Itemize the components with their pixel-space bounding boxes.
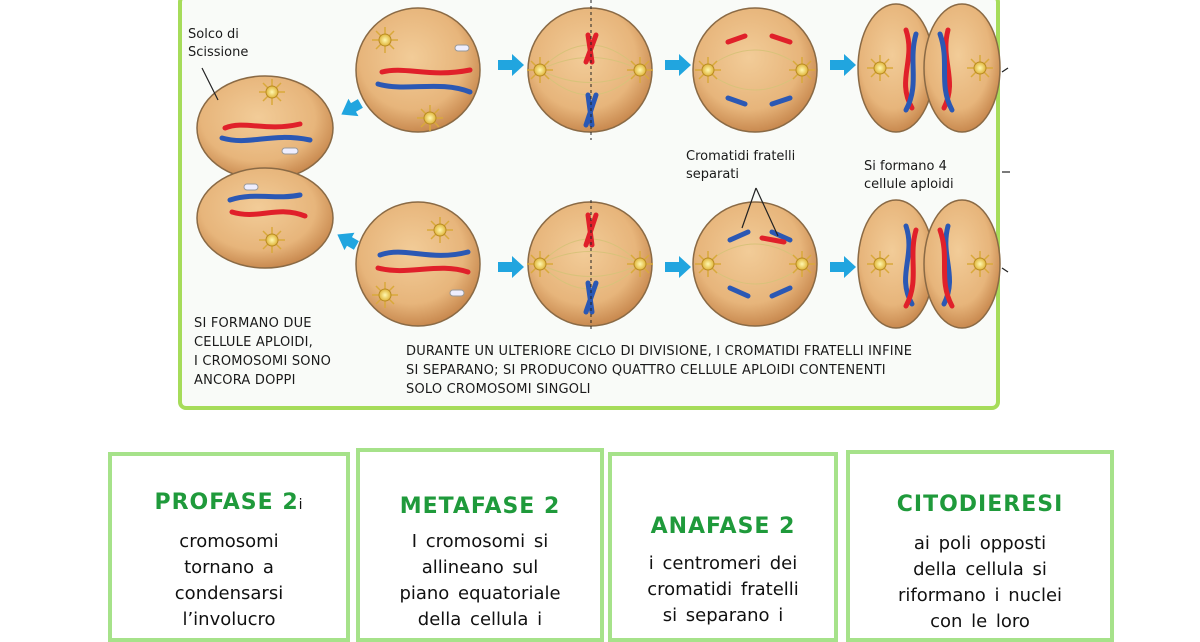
flow-arrows (337, 54, 856, 278)
top-row-cells (355, 0, 1001, 140)
dividing-cell (196, 75, 334, 269)
card-title: METAFASE 2 (399, 494, 561, 519)
pointer-lines (201, 67, 1010, 273)
card-title: CITODIERESI (896, 492, 1064, 517)
card-title: ANAFASE 2 (650, 514, 796, 539)
card-title: PROFASE 2i (154, 490, 304, 515)
diagram-caption: DURANTE UN ULTERIORE CICLO DI DIVISIONE,… (406, 344, 913, 397)
bottom-row-cells (355, 199, 1001, 330)
